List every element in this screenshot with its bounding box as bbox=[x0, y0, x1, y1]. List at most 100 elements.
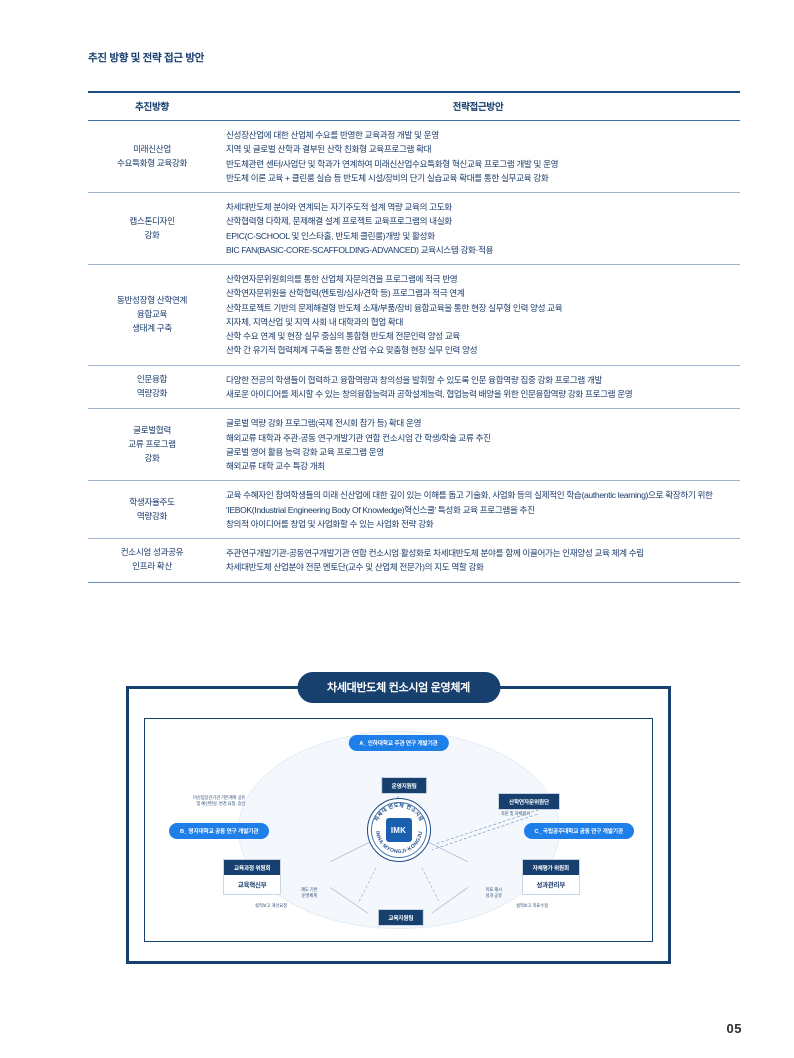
box-curriculum-committee-label: 교육과정 위원회 bbox=[224, 860, 281, 875]
box-industry-academia-advisory-group: 산학연자문위원단 bbox=[498, 793, 560, 810]
emblem-chip-label: IMK bbox=[385, 818, 412, 842]
annotation-goal-performance: 목표 제시 성과 공유 bbox=[485, 887, 502, 900]
box-education-support-team-label: 교육지원팀 bbox=[378, 910, 424, 925]
strategy-line: EPIC(C-SCHOOL 및 인스타홀, 반도체 클린룸)개방 및 활성화 bbox=[226, 230, 435, 241]
annotation-report-goal-revision: 실적보고 목표수정 bbox=[516, 903, 548, 908]
strategy-line: 산학프로젝트 기반의 문제해결형 반도체 소재/부품/장비 융합교육을 통한 현… bbox=[226, 302, 563, 313]
strategy-line: 교육 수혜자인 참여학생들의 미래 신산업에 대한 깊이 있는 이해를 돕고 기… bbox=[226, 490, 713, 515]
annotation-system-line2: 운영체계 bbox=[301, 893, 318, 899]
emblem-ring-text: 차세대 반도체 컨소시엄 INHA·MYONGJI·KONGJU bbox=[368, 799, 430, 861]
cell-strategy: 교육 수혜자인 참여학생들의 미래 신산업에 대한 깊이 있는 이해를 돕고 기… bbox=[216, 481, 740, 539]
strategy-line: 반도체 이론 교육 + 클린룸 실습 등 반도체 시설/장비의 단기 실습교육 … bbox=[226, 172, 549, 183]
table-header: 추진방향 전략접근방안 bbox=[88, 92, 740, 121]
direction-line: 미래신산업 bbox=[133, 143, 171, 154]
direction-line: 역량강화 bbox=[136, 387, 168, 398]
direction-line: 인프라 확산 bbox=[132, 561, 172, 572]
strategy-line: 해외교류 대학 교수 특강 개최 bbox=[226, 461, 325, 472]
box-education-innovation-dept-label: 교육혁신부 bbox=[224, 875, 281, 894]
pill-myongji-partner-institution[interactable]: B_ 명지대학교 공동 연구 개발기관 bbox=[169, 823, 270, 839]
strategy-line: 지자체, 지역산업 및 지역 사회 내 대학과의 협업 확대 bbox=[226, 316, 404, 327]
strategy-line: 해외교류 대학과 주관-공동 연구개발기관 연합 컨소시엄 간 학생/학술 교류… bbox=[226, 432, 491, 443]
annotation-goal-line2: 성과 공유 bbox=[485, 893, 502, 899]
box-education-support-team: 교육지원팀 bbox=[377, 909, 425, 926]
imk-consortium-emblem: 차세대 반도체 컨소시엄 INHA·MYONGJI·KONGJU IMK bbox=[366, 798, 431, 862]
strategy-line: 반도체관련 센터/사업단 및 학과가 연계하여 미래신산업수요특화형 혁신교육 … bbox=[226, 158, 559, 169]
annotation-plan-sharing-line1: 미산업장관기관 기본계획 공유 bbox=[193, 795, 246, 800]
annotation-plan-sharing-line2: 및 예산편성, 변경 요청, 승인 bbox=[196, 801, 246, 807]
strategy-line: BIC FAN(BASIC-CORE-SCAFFOLDING-ADVANCED)… bbox=[226, 244, 494, 255]
strategy-line: 산학연자문위원회의를 통한 산업체 자문의견을 프로그램에 적극 반영 bbox=[226, 274, 458, 285]
direction-line: 교류 프로그램 bbox=[128, 438, 176, 449]
column-header-direction: 추진방향 bbox=[135, 102, 169, 113]
direction-line: 수요특화형 교육강화 bbox=[116, 157, 188, 168]
direction-line: 캡스톤디자인 bbox=[129, 215, 175, 226]
strategy-line: 주관연구개발기관-공동연구개발기관 연합 컨소시엄 활성화로 차세대반도체 분야… bbox=[226, 548, 644, 559]
diagram-canvas: A_ 인하대학교 주관 연구 개발기관 B_ 명지대학교 공동 연구 개발기관 … bbox=[144, 718, 653, 942]
box-performance-management-dept-label: 성과관리부 bbox=[522, 875, 579, 894]
box-self-evaluation-committee: 자체평가 위원회 성과관리부 bbox=[521, 859, 580, 895]
annotation-report-improvement: 실적보고 개선요청 bbox=[255, 903, 287, 908]
annotation-goal-line1: 목표 제시 bbox=[485, 887, 502, 892]
strategy-line: 산학 간 유기적 협력체계 구축을 통한 산업 수요 맞춤형 현장 실무 인력 … bbox=[226, 345, 478, 356]
strategy-line: 글로벌 역량 강화 프로그램(국제 전시회 참가 등) 확대 운영 bbox=[226, 418, 422, 429]
strategy-line: 차세대반도체 분야와 연계되는 자기주도적 설계 역량 교육의 고도화 bbox=[226, 202, 452, 213]
pill-inha-lead-institution[interactable]: A_ 인하대학교 주관 연구 개발기관 bbox=[348, 735, 449, 751]
strategy-line: 산학협력형 다학제, 문제해결 설계 프로젝트 교육프로그램의 내실화 bbox=[226, 216, 452, 227]
box-self-evaluation-committee-label: 자체평가 위원회 bbox=[522, 860, 579, 875]
annotation-advisory-evaluation: 자문 및 자체평가 bbox=[500, 811, 530, 816]
strategy-line: 다양한 전공의 학생들이 협력하고 융합역량과 창의성을 발휘할 수 있도록 인… bbox=[226, 374, 603, 385]
direction-line: 학생자율주도 bbox=[129, 496, 175, 507]
direction-line: 생태계 구축 bbox=[132, 322, 172, 333]
direction-line: 강화 bbox=[144, 452, 160, 463]
table-header-row: 추진방향 전략접근방안 bbox=[88, 92, 740, 121]
strategy-line: 신성장산업에 대한 산업체 수요를 반영한 교육과정 개발 및 운영 bbox=[226, 130, 439, 140]
direction-line: 강화 bbox=[144, 229, 160, 240]
annotation-system-operation: 제도 기반 운영체계 bbox=[301, 887, 318, 900]
direction-line: 동반성장형 산학연계 bbox=[116, 295, 188, 306]
direction-line: 컨소시엄 성과공유 bbox=[120, 547, 184, 558]
annotation-plan-sharing: 미산업장관기관 기본계획 공유 및 예산편성, 변경 요청, 승인 bbox=[193, 795, 245, 808]
page-number: 05 bbox=[726, 1021, 742, 1036]
cell-strategy: 주관연구개발기관-공동연구개발기관 연합 컨소시엄 활성화로 차세대반도체 분야… bbox=[216, 539, 740, 583]
page-title: 추진 방향 및 전략 접근 방안 bbox=[88, 52, 205, 64]
strategy-line: 새로운 아이디어를 제시할 수 있는 창의융합능력과 공학설계능력, 협업능력 … bbox=[226, 388, 633, 399]
consortium-diagram: 차세대반도체 컨소시엄 운영체계 A_ 인하대학교 주관 연구 개발기관 B_ … bbox=[126, 672, 671, 964]
annotation-system-line1: 제도 기반 bbox=[301, 887, 318, 892]
strategy-line: 글로벌 영어 활용 능력 강화 교육 프로그램 운영 bbox=[226, 446, 384, 457]
direction-line: 역량강화 bbox=[136, 510, 168, 521]
box-operation-support-team-label: 운영지원팀 bbox=[381, 778, 427, 793]
direction-line: 글로벌협력 bbox=[133, 424, 171, 435]
direction-line: 융합교육 bbox=[136, 308, 168, 319]
strategy-line: 지역 및 글로벌 산학과 결부된 산학 친화형 교육프로그램 확대 bbox=[226, 144, 432, 155]
box-advisory-label: 산학연자문위원단 bbox=[499, 794, 559, 809]
column-header-strategy: 전략접근방안 bbox=[452, 102, 504, 113]
strategy-line: 차세대반도체 산업분야 전문 멘토단(교수 및 산업체 전문가)의 지도 역할 … bbox=[226, 562, 484, 573]
direction-line: 인문융합 bbox=[136, 374, 168, 385]
strategy-line: 산학 수요 연계 및 현장 실무 중심의 통합형 반도체 전문인력 양성 교육 bbox=[226, 331, 460, 342]
pill-kongju-partner-institution[interactable]: C_ 국립공주대학교 공동 연구 개발기관 bbox=[523, 823, 634, 839]
cell-strategy: 다양한 전공의 학생들이 협력하고 융합역량과 창의성을 발휘할 수 있도록 인… bbox=[216, 365, 740, 409]
diagram-title: 차세대반도체 컨소시엄 운영체계 bbox=[297, 672, 500, 703]
strategy-line: 산학연자문위원을 산학협력(멘토링/심사/견학 등) 프로그램과 적극 연계 bbox=[226, 288, 465, 299]
box-operation-support-team: 운영지원팀 bbox=[380, 777, 428, 794]
